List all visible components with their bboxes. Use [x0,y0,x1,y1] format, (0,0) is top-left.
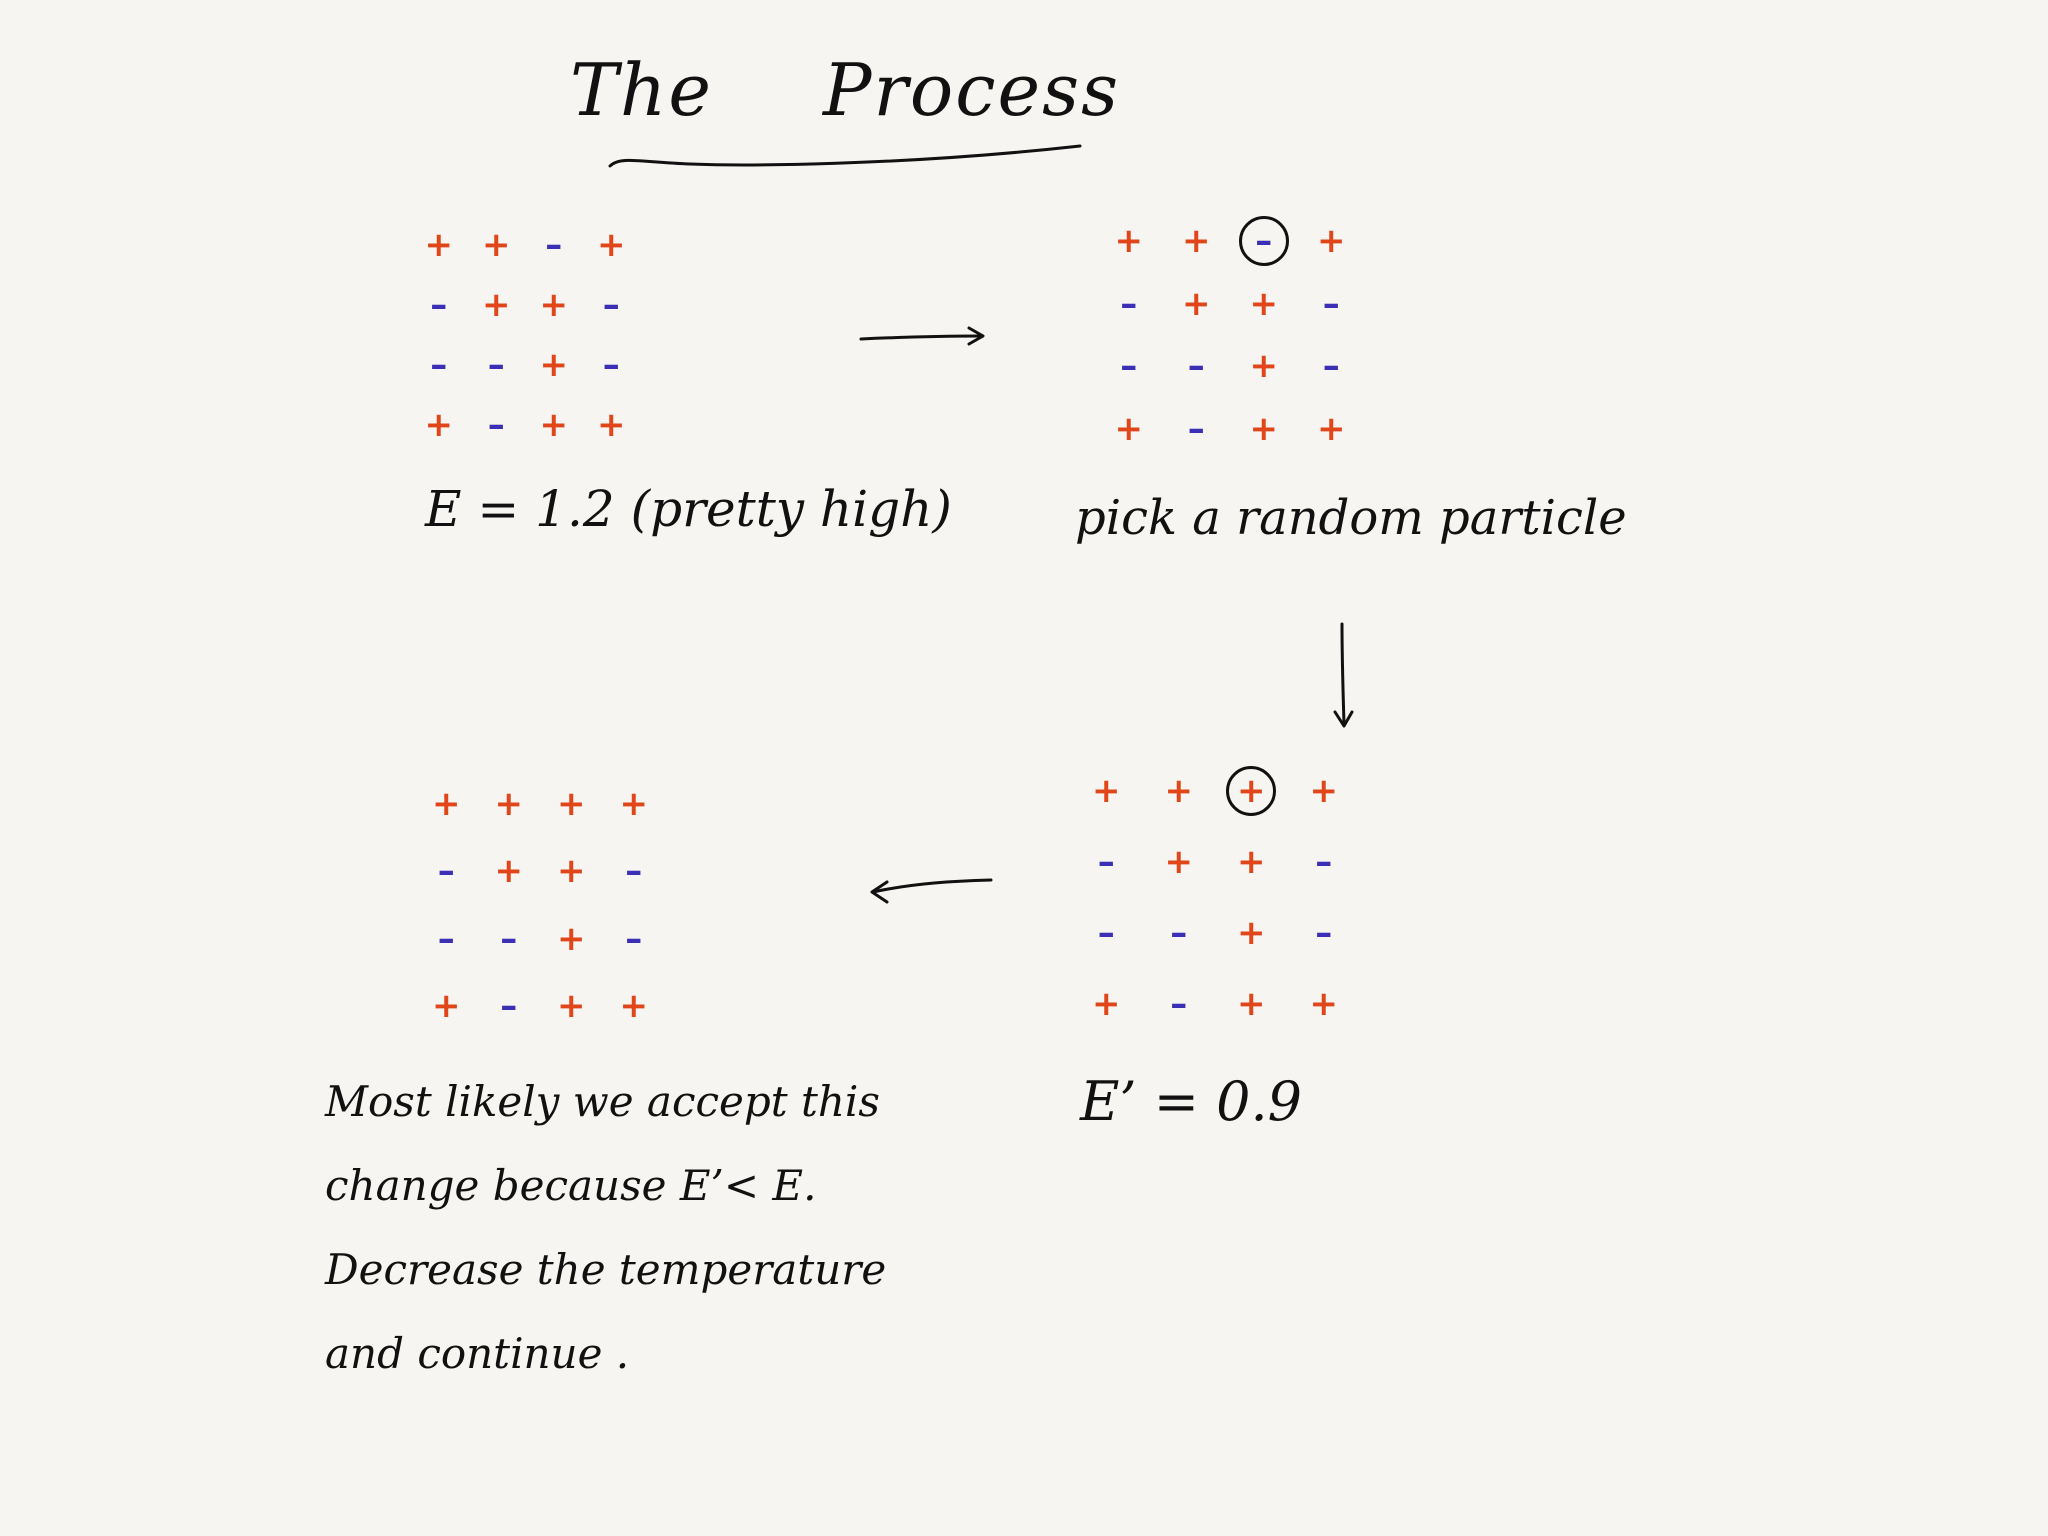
selected-spin: + [1215,755,1288,826]
pick-particle-caption: pick a random particle [1075,490,1627,546]
minus-spin: – [500,986,518,1027]
plus-spin: + [1164,841,1194,882]
arrow-left-icon [870,878,993,904]
plus-spin: + [1237,984,1266,1025]
plus-spin: + [1309,984,1339,1025]
minus-spin: – [1097,841,1115,882]
minus-spin: – [1120,283,1138,324]
plus-spin: + [1317,408,1346,449]
plus-spin: + [1237,913,1266,954]
plus-spin: + [1249,408,1279,449]
minus-spin: – [1170,913,1188,954]
plus-spin: + [1182,221,1211,262]
plus-spin: + [1249,283,1279,324]
minus-spin: – [1187,408,1205,449]
spin-grid-accepted: ++++–++–––+–+–++ [415,770,665,1040]
plus-spin: + [1114,408,1144,449]
minus-spin: – [487,345,505,385]
plus-spin: + [557,918,586,959]
conclusion-text: Most likely we accept this change becaus… [325,1060,886,1396]
energy-new-label: E’ = 0.9 [1080,1070,1303,1133]
plus-spin: + [557,851,586,892]
plus-spin: + [482,285,511,325]
minus-spin: – [430,285,448,325]
plus-spin: + [539,345,569,385]
minus-spin: – [1322,283,1340,324]
plus-spin: + [424,405,454,445]
plus-spin: + [619,986,649,1027]
selected-spin: – [1230,210,1298,273]
plus-spin: + [1249,346,1279,387]
spin-grid-initial: ++–+–++–––+–+–++ [410,215,640,455]
title-underline [608,144,1082,168]
diagram-title: The Process [570,48,1120,132]
plus-spin: + [539,285,569,325]
plus-spin: + [597,405,626,445]
plus-spin: + [432,986,461,1027]
conclusion-line-4: and continue . [325,1329,630,1378]
plus-spin: + [557,986,586,1027]
plus-spin: + [424,225,454,265]
energy-initial-label: E = 1.2 (pretty high) [425,480,952,538]
arrow-down-icon [1333,622,1354,728]
plus-spin: + [482,225,511,265]
minus-spin: – [1322,346,1340,387]
minus-spin: – [437,918,455,959]
plus-spin: + [432,783,461,824]
minus-spin: – [602,285,620,325]
plus-spin: + [557,783,586,824]
minus-spin: – [545,225,563,265]
minus-spin: – [1315,913,1333,954]
conclusion-line-1: Most likely we accept this [325,1077,880,1126]
plus-spin: + [539,405,569,445]
minus-spin: – [625,851,643,892]
title-word-2: Process [823,48,1121,132]
plus-spin: + [494,783,524,824]
minus-spin: – [437,851,455,892]
plus-spin: + [1182,283,1211,324]
minus-spin: – [1097,913,1115,954]
spin-grid-picked: ++–+–++–––+–+–++ [1095,210,1365,460]
minus-spin: – [1170,984,1188,1025]
minus-spin: – [1120,346,1138,387]
plus-spin: + [597,225,626,265]
minus-spin: – [625,918,643,959]
title-word-1: The [570,48,714,132]
plus-spin: + [1309,770,1339,811]
minus-spin: – [430,345,448,385]
plus-spin: + [1092,984,1121,1025]
minus-spin: – [1315,841,1333,882]
plus-spin: + [1092,770,1121,811]
plus-spin: + [1164,770,1194,811]
minus-spin: – [487,405,505,445]
plus-spin: + [1237,841,1266,882]
plus-spin: + [494,851,524,892]
plus-spin: + [1317,221,1346,262]
minus-spin: – [1187,346,1205,387]
conclusion-line-3: Decrease the temperature [325,1245,887,1294]
plus-spin: + [1114,221,1144,262]
minus-spin: – [500,918,518,959]
spin-grid-flipped: ++++–++–––+–+–++ [1070,755,1360,1040]
arrow-right-icon [859,326,985,346]
plus-spin: + [619,783,649,824]
conclusion-line-2: change because E’< E. [325,1161,817,1210]
minus-spin: – [602,345,620,385]
